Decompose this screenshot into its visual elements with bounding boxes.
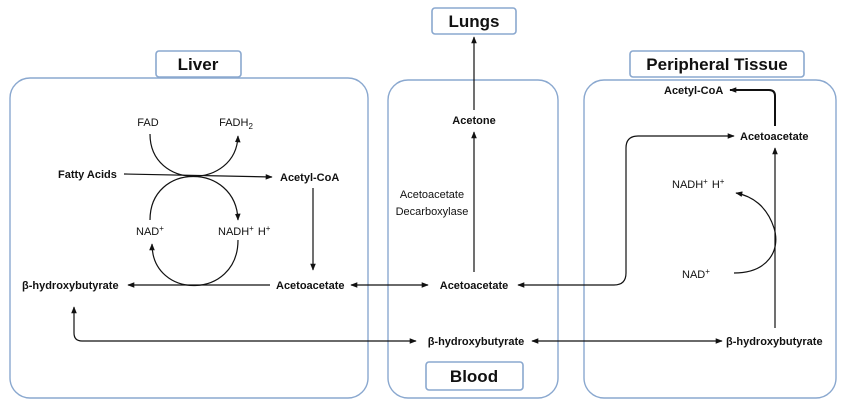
liver-nadh-text: NADH bbox=[218, 226, 249, 238]
lungs-title-box bbox=[431, 7, 517, 35]
liver-nadh-label: NADH+H+ bbox=[218, 224, 271, 238]
fadh2-subscript: 2 bbox=[248, 122, 253, 131]
peripheral-title: Peripheral Tissue bbox=[646, 55, 787, 74]
fad-text: FAD bbox=[137, 117, 158, 129]
liver-acetyl-coa-label: Acetyl-CoA bbox=[280, 172, 339, 184]
blood-peripheral-acetoacetate-arrow bbox=[517, 133, 735, 288]
liver-nad-superscript: + bbox=[159, 224, 164, 233]
acetone-label: Acetone bbox=[452, 115, 495, 127]
enzyme-label-line1: Acetoacetate bbox=[400, 189, 464, 201]
peripheral-nadh-label: NADH+H+ bbox=[672, 177, 725, 191]
peripheral-nadh-text: NADH bbox=[672, 179, 703, 191]
liver-nad-label: NAD+ bbox=[136, 224, 164, 238]
liver-compartment bbox=[9, 77, 369, 399]
fad-label: FAD bbox=[137, 117, 158, 129]
liver-acetoacetate-label: Acetoacetate bbox=[276, 280, 344, 292]
peripheral-title-box bbox=[629, 50, 805, 78]
lungs-title: Lungs bbox=[449, 12, 500, 31]
nad-to-nadh-arc bbox=[149, 176, 241, 221]
peripheral-acetyl-coa-label: Acetyl-CoA bbox=[664, 85, 723, 97]
enzyme-label-line2: Decarboxylase bbox=[396, 206, 469, 218]
peripheral-nad-text: NAD bbox=[682, 269, 705, 281]
liver-h-text: H bbox=[258, 226, 266, 238]
liver-title: Liver bbox=[178, 55, 219, 74]
peripheral-bhb-label: β-hydroxybutyrate bbox=[726, 336, 823, 348]
blood-title: Blood bbox=[450, 367, 498, 386]
nadh-to-nad-return-arc bbox=[149, 239, 239, 287]
fatty-acids-to-acetyl-coa-arrow bbox=[123, 173, 273, 180]
peripheral-h-text: H bbox=[712, 179, 720, 191]
peripheral-nad-superscript: + bbox=[705, 267, 710, 276]
fadh2-text: FADH bbox=[219, 117, 248, 129]
liver-title-box bbox=[155, 50, 242, 78]
peripheral-tissue-compartment bbox=[583, 79, 837, 399]
peripheral-nad-to-nadh-arc bbox=[733, 191, 777, 274]
liver-bhb-label: β-hydroxybutyrate bbox=[22, 280, 119, 292]
blood-title-box bbox=[425, 361, 524, 391]
peripheral-nad-label: NAD+ bbox=[682, 267, 710, 281]
blood-compartment bbox=[387, 79, 559, 399]
peripheral-nadh-superscript: + bbox=[703, 177, 708, 186]
peripheral-acetoacetate-label: Acetoacetate bbox=[740, 131, 808, 143]
liver-blood-bhb-arrow bbox=[71, 306, 417, 344]
fatty-acids-label: Fatty Acids bbox=[58, 169, 117, 181]
peripheral-h-superscript: + bbox=[720, 177, 725, 186]
acetoacetate-to-acetyl-coa-arrow bbox=[729, 87, 776, 126]
blood-bhb-label: β-hydroxybutyrate bbox=[428, 336, 525, 348]
liver-h-superscript: + bbox=[266, 224, 271, 233]
fad-to-fadh2-arc bbox=[149, 133, 241, 177]
blood-acetoacetate-label: Acetoacetate bbox=[440, 280, 508, 292]
liver-nad-text: NAD bbox=[136, 226, 159, 238]
liver-nadh-superscript: + bbox=[249, 224, 254, 233]
fadh2-label: FADH2 bbox=[219, 117, 253, 131]
